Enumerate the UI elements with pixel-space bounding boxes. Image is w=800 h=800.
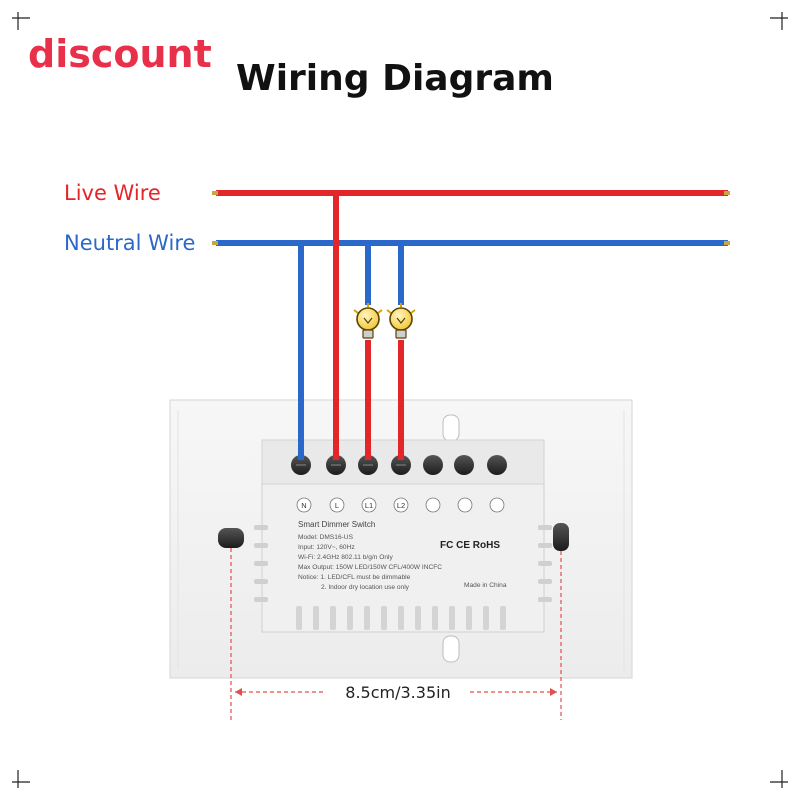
dimension-label: 8.5cm/3.35in: [345, 683, 450, 702]
discount-badge: discount: [28, 32, 212, 76]
live-wire-label: Live Wire: [64, 181, 161, 205]
terminal-label-n: N: [301, 501, 306, 510]
notice-1-text: Notice: 1. LED/CFL must be dimmable: [298, 574, 411, 581]
made-in-text: Made in China: [464, 582, 507, 589]
certification-marks: FC CE RoHS: [440, 540, 500, 551]
left-mount-hole: [218, 528, 244, 548]
model-text: Model: DMS16-US: [298, 534, 354, 541]
corner-marks: [12, 12, 788, 788]
terminal-label-l1: L1: [365, 501, 373, 510]
neutral-wire: [212, 240, 730, 246]
neutral-wire-label: Neutral Wire: [64, 231, 195, 255]
terminal-label-l2: L2: [397, 501, 405, 510]
max-output-text: Max Output: 150W LED/150W CFL/400W INCFC: [298, 564, 442, 571]
notice-2-text: 2. Indoor dry location use only: [321, 584, 410, 591]
diagram-title: Wiring Diagram: [236, 58, 554, 99]
dimension-indicator: 8.5cm/3.35in: [230, 548, 562, 720]
bulb-icon: [386, 303, 416, 339]
terminal-markers: N L L1 L2: [296, 497, 505, 513]
input-text: Input: 120V~, 60Hz: [298, 544, 355, 551]
bulb-icon: [353, 303, 383, 339]
right-mount-hole: [553, 523, 569, 551]
live-wire: [212, 190, 730, 196]
wifi-text: Wi-Fi: 2.4GHz 802.11 b/g/n Only: [298, 554, 393, 561]
dimmer-module: N L L1 L2 Smart Dimmer Switch Model: DMS…: [254, 439, 552, 633]
terminal-label-l: L: [335, 501, 339, 510]
drop-wires: [298, 190, 404, 460]
product-name: Smart Dimmer Switch: [298, 520, 375, 529]
terminal-screws: [291, 455, 507, 475]
